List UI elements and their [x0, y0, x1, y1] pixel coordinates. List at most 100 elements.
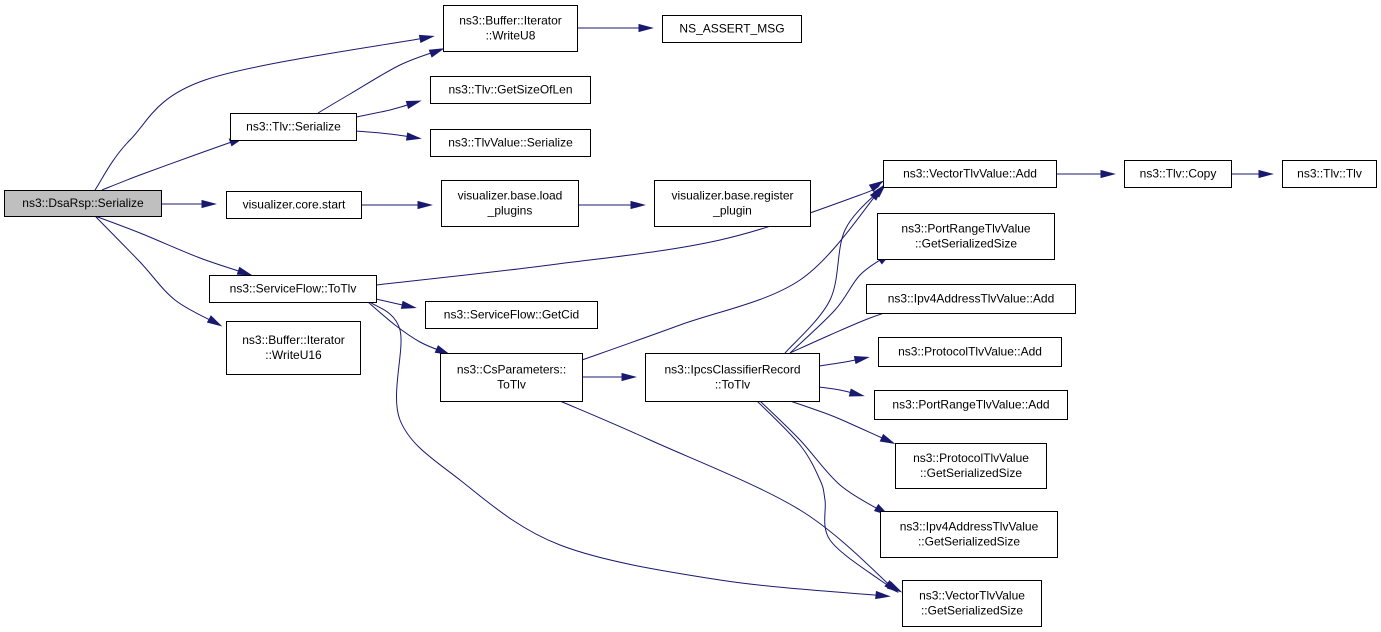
node-ipv4-getsize[interactable]: ns3::Ipv4AddressTlvValue::GetSerializedS… [880, 511, 1058, 558]
node-portrange-add[interactable]: ns3::PortRangeTlvValue::Add [874, 390, 1068, 420]
node-box[interactable] [877, 213, 1055, 260]
call-edges [94, 23, 1274, 600]
node-vectortlv-add[interactable]: ns3::VectorTlvValue::Add [883, 160, 1057, 188]
node-viz-base-load[interactable]: visualizer.base.load_plugins [441, 180, 579, 227]
node-viz-base-register[interactable]: visualizer.base.register_plugin [654, 180, 811, 227]
arrowhead [428, 48, 445, 58]
node-ipcs-totlv[interactable]: ns3::IpcsClassifierRecord::ToTlv [645, 353, 820, 402]
node-box[interactable] [895, 443, 1047, 489]
node-serviceflow-totlv[interactable]: ns3::ServiceFlow::ToTlv [209, 275, 377, 303]
node-label: ns3::Ipv4AddressTlvValue::Add [888, 292, 1055, 306]
edge-tlv-copy-to-tlv-tlv [1231, 169, 1274, 179]
edge-viz-base-load-to-viz-base-register [578, 200, 646, 210]
node-ns-assert-msg[interactable]: NS_ASSERT_MSG [662, 15, 802, 43]
function-nodes: ns3::DsaRsp::Serializens3::Buffer::Itera… [4, 5, 1377, 627]
node-box[interactable] [874, 390, 1068, 420]
arrowhead [1258, 169, 1274, 179]
edge-tlv-serialize-to-buffer-writeu8 [317, 48, 445, 114]
node-label: ::GetSerializedSize [915, 237, 1017, 251]
edge-ipcs-totlv-to-vectortlv-getsize [756, 400, 903, 593]
node-box[interactable] [1282, 160, 1377, 188]
node-box[interactable] [425, 301, 598, 329]
node-box[interactable] [230, 113, 357, 141]
edge-serviceflow-totlv-to-vectortlv-getsize [369, 301, 891, 600]
edge-dsarsp-serialize-to-tlv-serialize [101, 137, 245, 191]
edge-ipcs-totlv-to-protocol-add [818, 355, 870, 367]
arrowhead [853, 355, 870, 365]
node-box[interactable] [226, 191, 362, 219]
node-box[interactable] [866, 284, 1076, 314]
node-vectortlv-getsize[interactable]: ns3::VectorTlvValue::GetSerializedSize [902, 580, 1042, 627]
node-box[interactable] [4, 190, 162, 217]
node-box[interactable] [443, 5, 578, 52]
node-dsarsp-serialize[interactable]: ns3::DsaRsp::Serialize [4, 190, 162, 217]
node-tlv-tlv[interactable]: ns3::Tlv::Tlv [1282, 160, 1377, 188]
edge-dsarsp-serialize-to-serviceflow-totlv [94, 215, 253, 276]
arrowhead [405, 100, 422, 109]
node-box[interactable] [880, 511, 1058, 558]
node-label: ToTlv [497, 378, 526, 392]
node-box[interactable] [654, 180, 811, 227]
node-box[interactable] [441, 180, 579, 227]
node-label: ns3::Tlv::Copy [1140, 167, 1217, 181]
edge-tlv-serialize-to-tlvvalue-serialize [355, 130, 422, 141]
node-buffer-writeu16[interactable]: ns3::Buffer::Iterator::WriteU16 [226, 321, 361, 375]
edge-viz-core-start-to-viz-base-load [361, 200, 433, 210]
edge-dsarsp-serialize-to-buffer-writeu16 [94, 215, 223, 327]
node-csparams-totlv[interactable]: ns3::CsParameters::ToTlv [440, 353, 583, 402]
node-label: ns3::IpcsClassifierRecord [664, 363, 800, 377]
arrowhead [638, 23, 654, 33]
arrowhead [201, 199, 217, 209]
edge-csparams-totlv-to-ipcs-totlv [582, 372, 637, 382]
node-serviceflow-getcid[interactable]: ns3::ServiceFlow::GetCid [425, 301, 598, 329]
node-box[interactable] [430, 76, 591, 104]
node-label: ::GetSerializedSize [920, 466, 1022, 480]
node-label: ns3::TlvValue::Serialize [448, 136, 573, 150]
node-label: ns3::Buffer::Iterator [459, 14, 562, 28]
edge-serviceflow-totlv-to-vectortlv-add [375, 180, 885, 286]
node-box[interactable] [902, 580, 1042, 627]
node-box[interactable] [209, 275, 377, 303]
arrowhead [400, 300, 417, 309]
node-tlv-copy[interactable]: ns3::Tlv::Copy [1124, 160, 1232, 188]
arrowhead [868, 180, 885, 192]
node-label: ns3::Tlv::GetSizeOfLen [448, 83, 572, 97]
node-label: visualizer.core.start [243, 198, 346, 212]
arrowhead [848, 388, 865, 397]
node-box[interactable] [645, 353, 820, 402]
node-portrange-getsize[interactable]: ns3::PortRangeTlvValue::GetSerializedSiz… [877, 213, 1055, 260]
node-box[interactable] [1124, 160, 1232, 188]
node-box[interactable] [440, 353, 583, 402]
node-tlvvalue-serialize[interactable]: ns3::TlvValue::Serialize [430, 129, 591, 157]
edge-ipcs-totlv-to-vectortlv-add [784, 183, 887, 354]
node-box[interactable] [883, 160, 1057, 188]
node-viz-core-start[interactable]: visualizer.core.start [226, 191, 362, 219]
edge-vectortlv-add-to-tlv-copy [1056, 169, 1116, 179]
node-box[interactable] [430, 129, 591, 157]
arrowhead [879, 433, 896, 444]
node-label: ns3::VectorTlvValue::Add [903, 167, 1037, 181]
node-protocol-getsize[interactable]: ns3::ProtocolTlvValue::GetSerializedSize [895, 443, 1047, 489]
node-tlv-serialize[interactable]: ns3::Tlv::Serialize [230, 113, 357, 141]
node-protocol-add[interactable]: ns3::ProtocolTlvValue::Add [878, 337, 1062, 367]
edge-tlv-serialize-to-tlv-getsizeoflen [355, 100, 422, 118]
edge-ipcs-totlv-to-protocol-getsize [789, 400, 896, 444]
arrowhead [630, 200, 646, 210]
node-tlv-getsizeoflen[interactable]: ns3::Tlv::GetSizeOfLen [430, 76, 591, 104]
node-ipv4-add[interactable]: ns3::Ipv4AddressTlvValue::Add [866, 284, 1076, 314]
node-label: ns3::Ipv4AddressTlvValue [900, 520, 1039, 534]
node-label: ::GetSerializedSize [921, 604, 1023, 618]
node-label: ns3::ProtocolTlvValue::Add [898, 345, 1042, 359]
node-box[interactable] [662, 15, 802, 43]
node-box[interactable] [226, 321, 361, 375]
node-label: visualizer.base.load [458, 189, 563, 203]
arrowhead [236, 266, 253, 276]
edge-csparams-totlv-to-vectortlv-getsize [559, 400, 899, 594]
node-label: visualizer.base.register [671, 189, 793, 203]
node-label: _plugins [487, 204, 533, 218]
arrowhead [406, 132, 422, 141]
edge-buffer-writeu8-to-ns-assert-msg [577, 23, 654, 33]
node-buffer-writeu8[interactable]: ns3::Buffer::Iterator::WriteU8 [443, 5, 578, 52]
node-box[interactable] [878, 337, 1062, 367]
